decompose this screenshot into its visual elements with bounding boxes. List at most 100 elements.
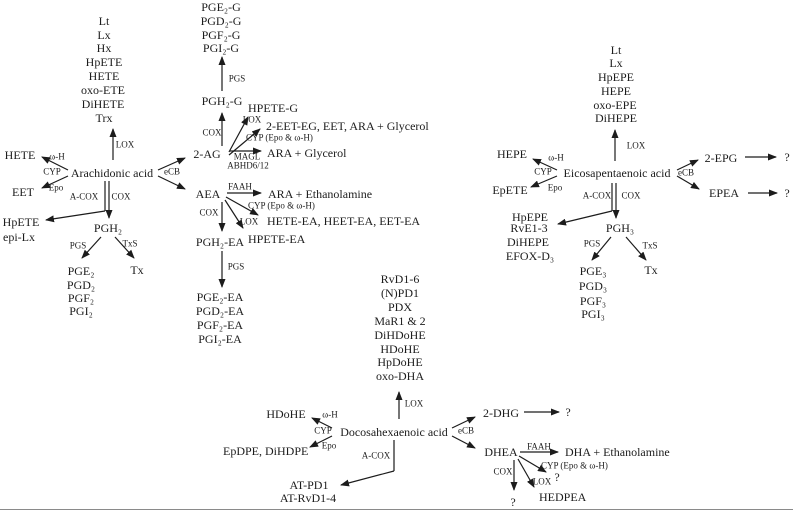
pathway-arrow-24 bbox=[451, 435, 476, 449]
2ag-lox-enzyme: LOX bbox=[242, 114, 262, 125]
pathway-arrow-34 bbox=[530, 175, 558, 188]
epa-ecb-enzyme: eCB bbox=[677, 167, 695, 178]
pathway-arrow-1 bbox=[41, 156, 69, 171]
dhea-cox-enzyme: COX bbox=[493, 466, 513, 477]
pathway-arrow-42 bbox=[591, 236, 612, 261]
dhea-lox-enzyme: LOX bbox=[532, 476, 552, 487]
aea-faah-product: ARA + Ethanolamine bbox=[268, 187, 373, 201]
hpete-ea: HPETE-EA bbox=[248, 232, 306, 246]
aa-lox-product-dihete: DiHETE bbox=[81, 97, 125, 111]
pgd2-ea: PGD₂-EA bbox=[195, 304, 245, 318]
pge2-ea: PGE₂-EA bbox=[196, 290, 244, 304]
2ag-node: 2-AG bbox=[193, 147, 221, 161]
at-pd1: AT-PD1 bbox=[289, 478, 329, 492]
pgh2-g-node: PGH₂-G bbox=[201, 94, 243, 108]
pge2-g: PGE₂-G bbox=[201, 0, 241, 14]
pathway-arrow-2 bbox=[41, 175, 69, 189]
pathway-arrow-16 bbox=[225, 196, 259, 216]
pathway-arrow-17 bbox=[224, 199, 244, 229]
epa-lox-product-lt: Lt bbox=[610, 43, 622, 57]
epa-cox-enzyme: COX bbox=[621, 190, 641, 201]
pathway-arrow-4 bbox=[45, 210, 106, 223]
aa-cyp-product-eet: EET bbox=[12, 185, 34, 199]
dha-acox-enzyme: A-COX bbox=[361, 450, 391, 461]
epa-acox-product-efox: EFOX-D₃ bbox=[505, 249, 555, 263]
aea-lox-enzyme: LOX bbox=[239, 216, 259, 227]
pathway-arrow-12 bbox=[228, 116, 249, 153]
pgi3: PGI₃ bbox=[581, 307, 605, 321]
2ag-cox-enzyme: COX bbox=[202, 127, 222, 138]
pathway-arrow-8 bbox=[157, 157, 186, 171]
aea-cox-enzyme: COX bbox=[199, 207, 219, 218]
epa-lox-enzyme: LOX bbox=[626, 140, 646, 151]
2epg-unknown: ? bbox=[784, 150, 790, 164]
pathway-arrow-21 bbox=[311, 417, 333, 429]
2dhg-node: 2-DHG bbox=[483, 406, 519, 420]
pgf2-g: PGF₂-G bbox=[201, 28, 241, 42]
aa-lox-product-oxo-ete: oxo-ETE bbox=[81, 83, 125, 97]
epa-cyp-product-hepe: HEPE bbox=[497, 147, 527, 161]
2epg-node: 2-EPG bbox=[704, 151, 738, 165]
2ag-pgs-enzyme: PGS bbox=[228, 73, 246, 84]
epa-lox-product-hpepe: HpEPE bbox=[598, 70, 634, 84]
epa-lox-product-hepe: HEPE bbox=[601, 84, 631, 98]
dhea-cox-unknown: ? bbox=[510, 495, 516, 509]
pathway-arrow-29 bbox=[518, 455, 547, 473]
2ag-cyp-products: 2-EET-EG, EET, ARA + Glycerol bbox=[266, 119, 429, 133]
epa-lox-product-oxo-epe: oxo-EPE bbox=[593, 98, 637, 112]
dha-lox-product-hdohe: HDoHE bbox=[380, 342, 420, 356]
dhea-cyp-enzyme: CYP (Epo & ω-H) bbox=[541, 460, 608, 471]
aea-node: AEA bbox=[195, 187, 221, 201]
aa-cyp-enzyme: CYP bbox=[43, 166, 61, 177]
dha-epo-enzyme: Epo bbox=[321, 440, 337, 451]
aa-acox-enzyme: A-COX bbox=[69, 191, 99, 202]
epa-epo-enzyme: Epo bbox=[547, 182, 563, 193]
pgd2-g: PGD₂-G bbox=[200, 14, 242, 28]
dhea-node: DHEA bbox=[484, 445, 518, 459]
dha-omega-h-enzyme: ω-H bbox=[322, 409, 338, 420]
hedpea: HEDPEA bbox=[539, 490, 587, 504]
pgd3: PGD₃ bbox=[578, 279, 608, 293]
pgh3-node: PGH₃ bbox=[605, 221, 635, 235]
hpete-g: HPETE-G bbox=[248, 101, 298, 115]
pgi2-g: PGI₂-G bbox=[202, 41, 240, 55]
pathway-arrow-33 bbox=[532, 158, 558, 171]
docosahexaenoic-acid-node: Docosahexaenoic acid bbox=[340, 425, 448, 439]
pgf3: PGF₃ bbox=[579, 294, 607, 308]
epa-tx: Tx bbox=[644, 263, 658, 277]
aa-lox-product-lx: Lx bbox=[97, 28, 111, 42]
epa-cyp-product-epete: EpETE bbox=[492, 183, 528, 197]
pgf2: PGF₂ bbox=[67, 291, 95, 305]
dha-lox-product-hpdohe: HpDoHE bbox=[377, 355, 423, 369]
epea-node: EPEA bbox=[709, 186, 739, 200]
pathway-arrow-40 bbox=[557, 210, 613, 226]
pathway-arrow-9 bbox=[157, 175, 186, 190]
dha-lox-product-dihdohe: DiHDoHE bbox=[374, 328, 426, 342]
pathway-arrow-43 bbox=[625, 236, 647, 261]
pge2: PGE₂ bbox=[67, 264, 95, 278]
aea-pgs-enzyme: PGS bbox=[227, 261, 245, 272]
epa-acox-product-hpepe: HpEPE bbox=[512, 210, 548, 224]
epa-lox-product-lx: Lx bbox=[609, 56, 623, 70]
pathway-arrow-7 bbox=[114, 236, 135, 259]
2ag-hydrolysis-product: ARA + Glycerol bbox=[267, 146, 347, 160]
aa-pgs-enzyme: PGS bbox=[69, 240, 87, 251]
dha-lox-product-oxo-dha: oxo-DHA bbox=[376, 369, 424, 383]
pgh2-node: PGH₂ bbox=[93, 221, 123, 235]
pathway-arrow-36 bbox=[676, 175, 700, 190]
2dhg-unknown: ? bbox=[565, 405, 571, 419]
aa-lox-product-lt: Lt bbox=[98, 14, 110, 28]
dha-cyp-enzyme: CYP bbox=[314, 425, 332, 436]
epa-lox-product-dihepe: DiHEPE bbox=[595, 111, 637, 125]
arachidonic-acid-node: Arachidonic acid bbox=[70, 166, 154, 180]
pgf2-ea: PGF₂-EA bbox=[196, 318, 244, 332]
dhea-faah-product: DHA + Ethanolamine bbox=[565, 445, 670, 459]
dha-lox-product-rvd: RvD1-6 bbox=[380, 272, 420, 286]
aa-txs-enzyme: TxS bbox=[122, 238, 138, 249]
epa-acox-enzyme: A-COX bbox=[582, 190, 612, 201]
aa-ecb-enzyme: eCB bbox=[163, 166, 181, 177]
epea-unknown: ? bbox=[784, 186, 790, 200]
epa-pgs-enzyme: PGS bbox=[583, 238, 601, 249]
